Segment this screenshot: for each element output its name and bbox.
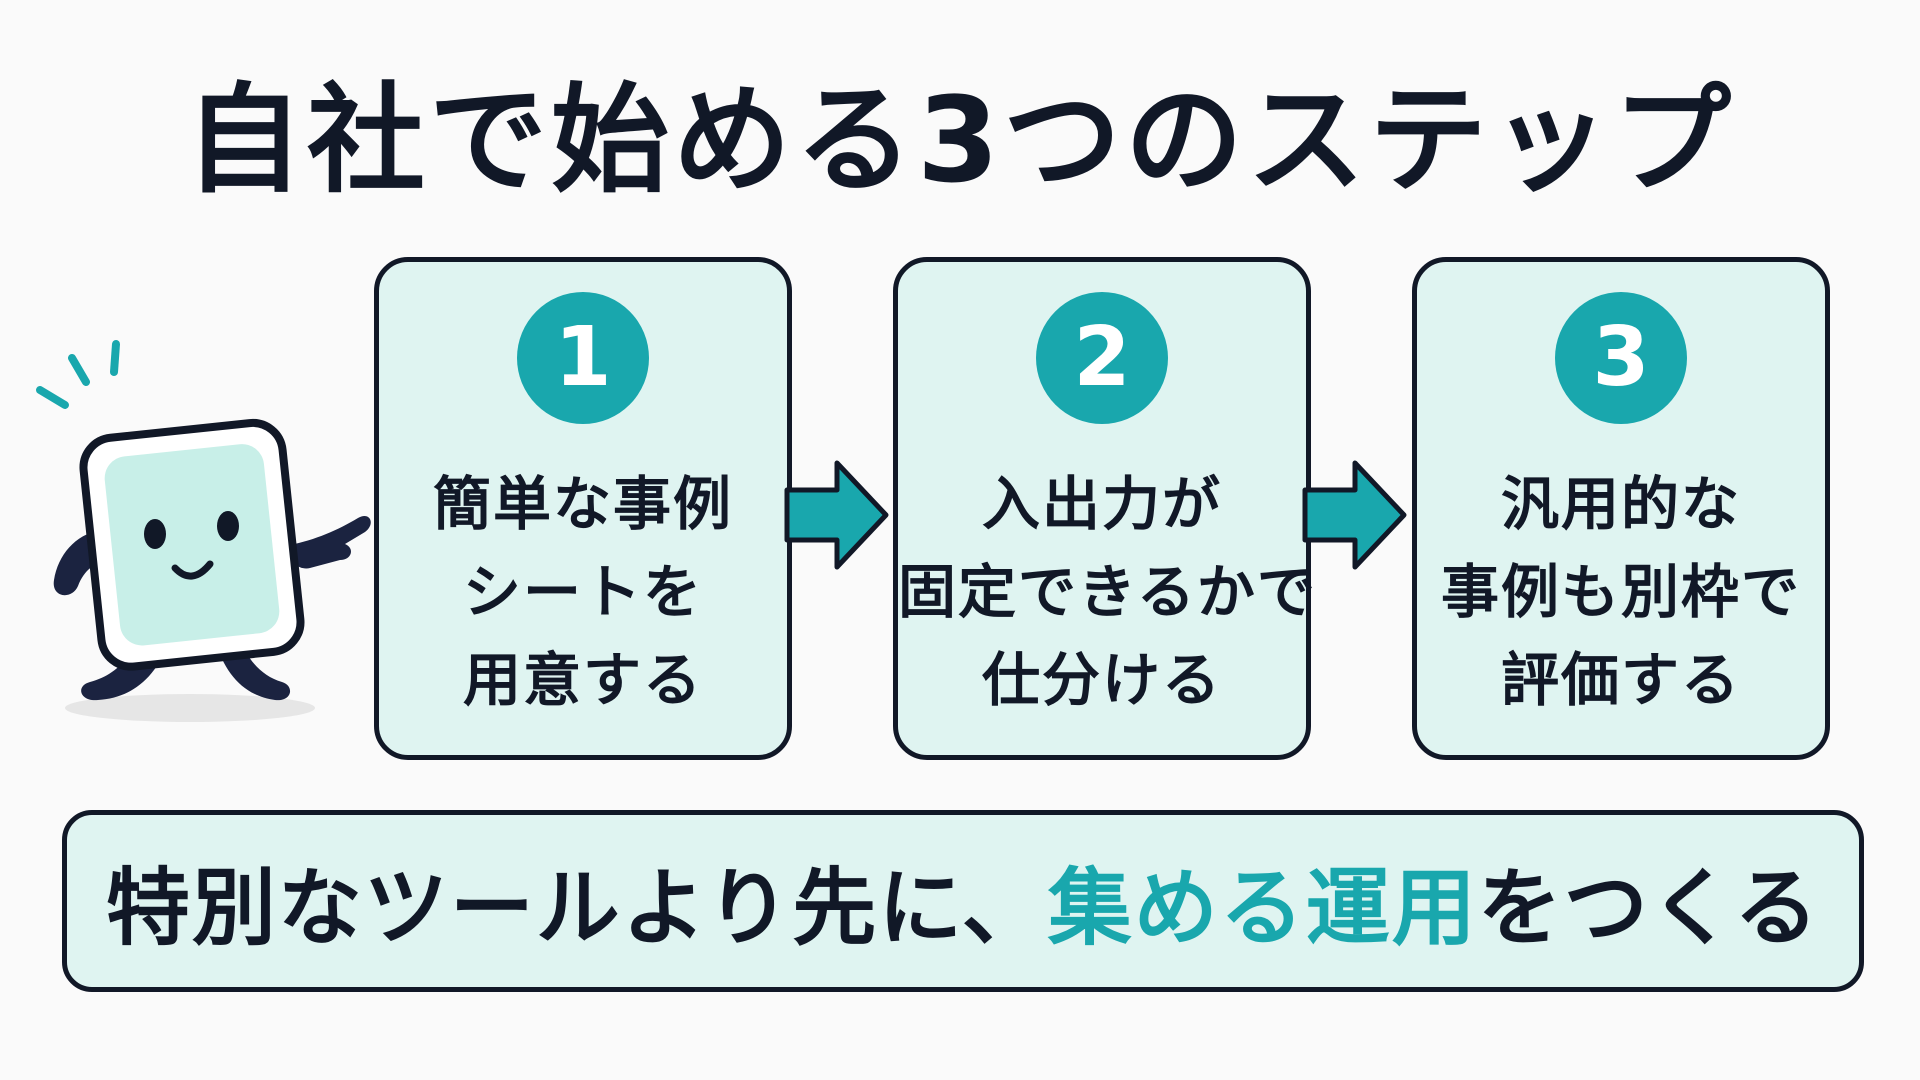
step-text-line: 事例も別枠で bbox=[1440, 558, 1801, 626]
step-card-1: 1 簡単な事例 シートを 用意する bbox=[374, 257, 792, 760]
step-description: 汎用的な 事例も別枠で 評価する bbox=[1417, 460, 1825, 724]
footer-text-after: をつくる bbox=[1477, 858, 1821, 957]
step-text-line: 固定できるかで bbox=[898, 558, 1317, 626]
step-number-badge: 2 bbox=[1036, 292, 1168, 424]
step-text-line: 入出力が bbox=[981, 470, 1222, 538]
step-description: 入出力が 固定できるかで 仕分ける bbox=[898, 460, 1317, 724]
step-text-line: 用意する bbox=[462, 646, 703, 714]
step-text-line: 評価する bbox=[1500, 646, 1741, 714]
sparkle-lines-icon bbox=[36, 340, 120, 409]
step-number-badge: 3 bbox=[1555, 292, 1687, 424]
arrow-right-icon bbox=[1302, 460, 1407, 570]
step-description: 簡単な事例 シートを 用意する bbox=[379, 460, 787, 724]
arrow-right-icon bbox=[784, 460, 889, 570]
step-text-line: 簡単な事例 bbox=[432, 470, 733, 538]
page-title: 自社で始める3つのステップ bbox=[184, 71, 1736, 209]
footer-text-highlight: 集める運用 bbox=[1047, 858, 1478, 957]
step-text-line: 汎用的な bbox=[1500, 470, 1741, 538]
step-text-line: 仕分ける bbox=[981, 646, 1222, 714]
footer-text-before: 特別なツールより先に、 bbox=[105, 858, 1048, 957]
step-card-2: 2 入出力が 固定できるかで 仕分ける bbox=[893, 257, 1317, 760]
step-text-line: シートを bbox=[462, 558, 703, 626]
step-card-3: 3 汎用的な 事例も別枠で 評価する bbox=[1412, 257, 1830, 760]
footer-message-box: 特別なツールより先に、集める運用をつくる bbox=[62, 810, 1864, 992]
step-number-badge: 1 bbox=[517, 292, 649, 424]
mascot-illustration bbox=[36, 340, 371, 722]
